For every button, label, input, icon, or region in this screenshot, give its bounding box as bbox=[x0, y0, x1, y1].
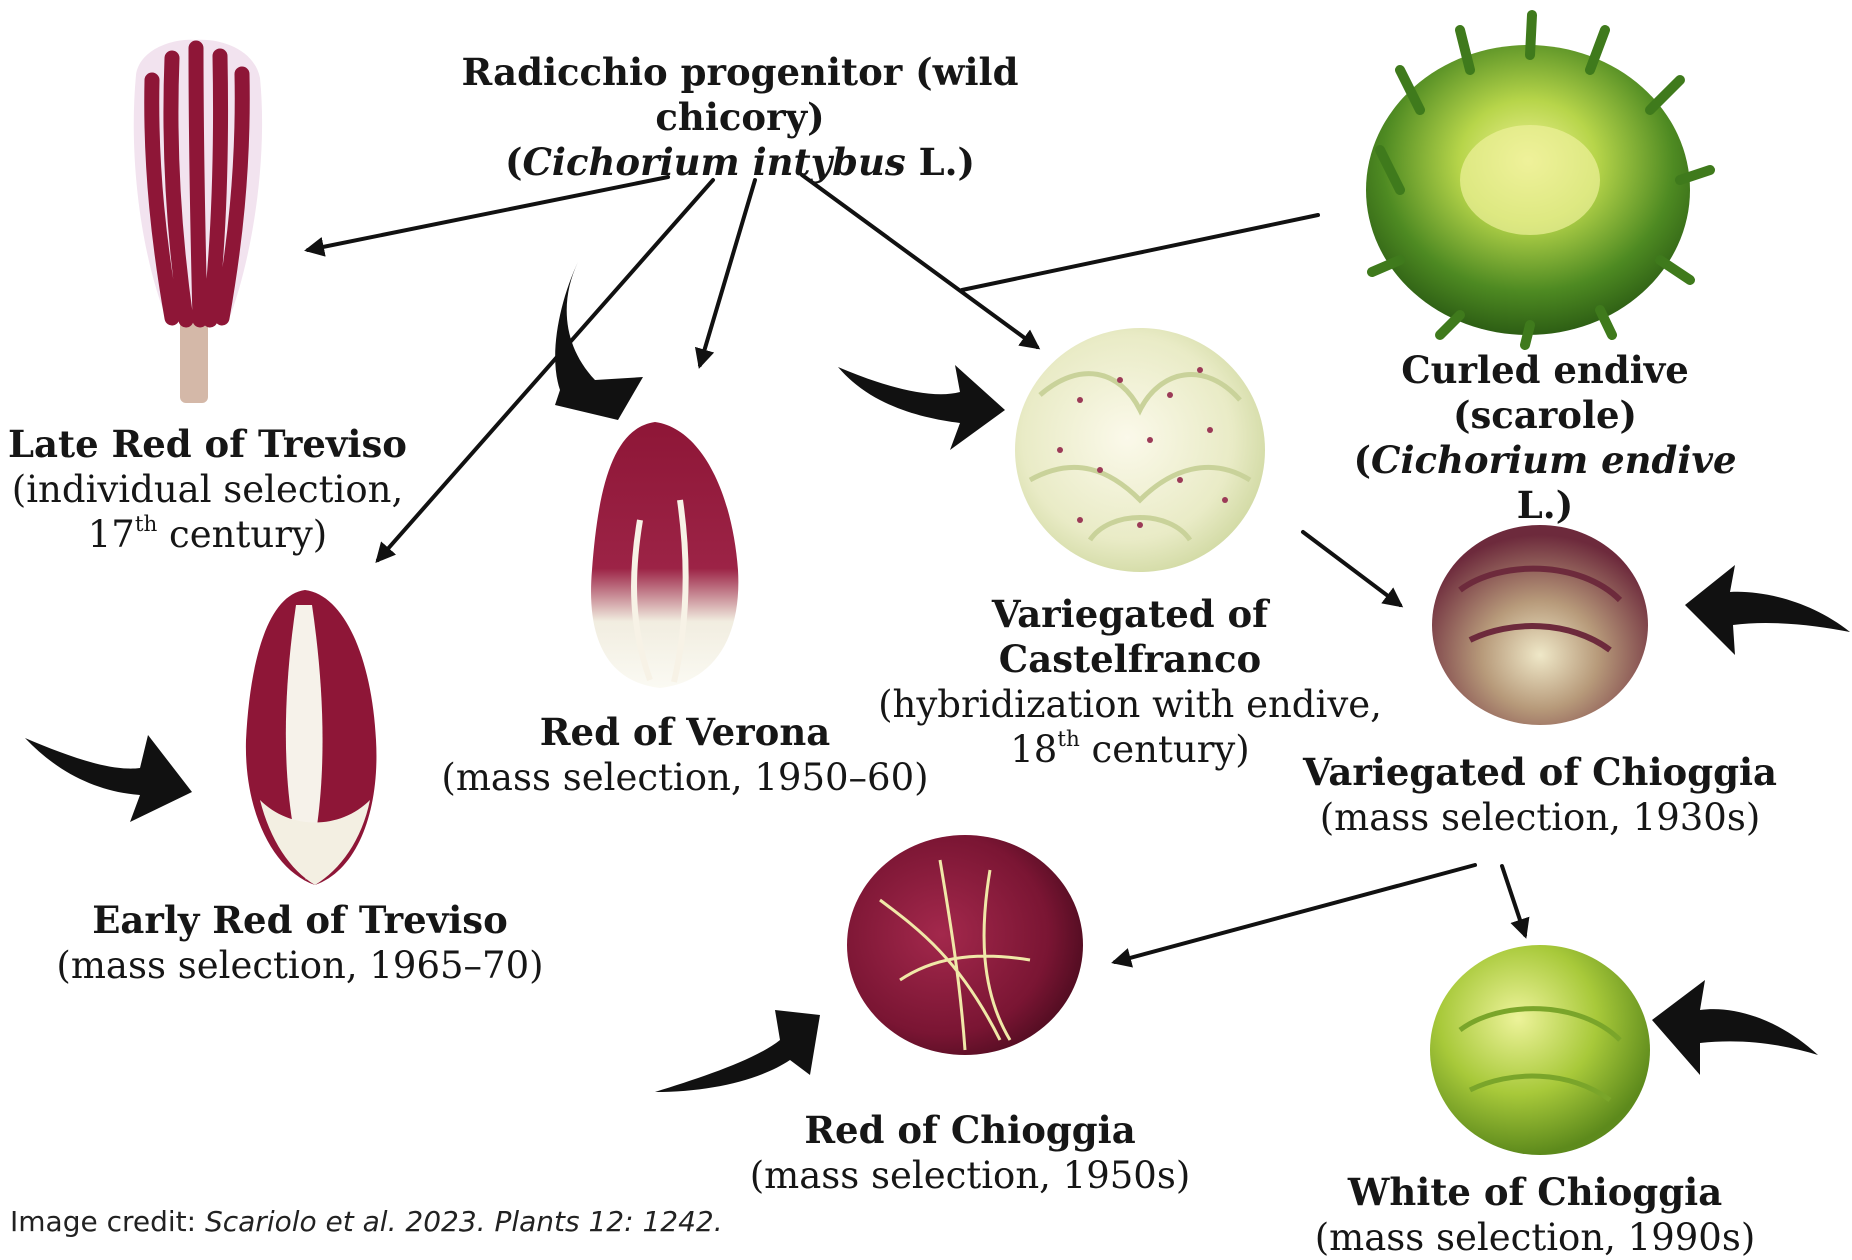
red-verona-image bbox=[591, 422, 738, 688]
variegated-castelfranco-name: Variegated of Castelfranco bbox=[870, 592, 1390, 682]
white-chioggia-detail: (mass selection, 1990s) bbox=[1300, 1215, 1770, 1260]
century-number: 17 bbox=[88, 513, 135, 556]
century-word: century) bbox=[157, 513, 327, 556]
variegated-castelfranco-detail-line1: (hybridization with endive, bbox=[870, 682, 1390, 727]
red-chioggia-image bbox=[847, 835, 1083, 1055]
node-variegated-castelfranco: Variegated of Castelfranco (hybridizatio… bbox=[870, 592, 1390, 773]
line-endive-to-castelfranco bbox=[962, 215, 1318, 290]
arrow-progenitor-to-variegated-castelfranco bbox=[802, 175, 1037, 347]
image-credit: Image credit: Scariolo et al. 2023. Plan… bbox=[10, 1205, 723, 1238]
arrow-progenitor-to-late-red-treviso bbox=[308, 177, 668, 250]
curled-endive-name: Curled endive (scarole) bbox=[1320, 348, 1770, 438]
open-paren: ( bbox=[505, 140, 523, 184]
late-red-treviso-image bbox=[134, 40, 262, 403]
node-curled-endive: Curled endive (scarole) (Cichorium endiv… bbox=[1320, 348, 1770, 529]
close-paren: ) bbox=[958, 140, 976, 184]
credit-citation: Scariolo et al. 2023. Plants 12: 1242. bbox=[205, 1205, 723, 1238]
curved-arrow-variegated-chioggia bbox=[1685, 565, 1850, 655]
variegated-castelfranco-image bbox=[1015, 328, 1265, 572]
variegated-chioggia-detail: (mass selection, 1930s) bbox=[1295, 795, 1785, 840]
progenitor-name: Radicchio progenitor (wild chicory) bbox=[395, 50, 1085, 140]
early-red-treviso-detail: (mass selection, 1965–70) bbox=[40, 943, 560, 988]
curled-endive-species-line: (Cichorium endive L.) bbox=[1320, 438, 1770, 528]
curved-arrow-early-red-treviso bbox=[25, 735, 192, 822]
credit-prefix: Image credit: bbox=[10, 1205, 205, 1238]
node-white-chioggia: White of Chioggia (mass selection, 1990s… bbox=[1300, 1170, 1770, 1260]
early-red-treviso-image bbox=[246, 590, 377, 885]
progenitor-species-line: (Cichorium intybus L.) bbox=[395, 140, 1085, 185]
curved-arrow-castelfranco bbox=[838, 365, 1005, 450]
close-paren: ) bbox=[1556, 483, 1574, 527]
variegated-chioggia-image bbox=[1432, 525, 1648, 725]
curled-endive-image bbox=[1366, 15, 1710, 345]
ordinal-suffix: th bbox=[135, 512, 157, 537]
late-red-treviso-detail-line1: (individual selection, bbox=[5, 467, 410, 512]
curled-endive-species: Cichorium endive bbox=[1371, 438, 1737, 482]
ordinal-suffix: th bbox=[1057, 727, 1079, 752]
white-chioggia-name: White of Chioggia bbox=[1300, 1170, 1770, 1215]
white-chioggia-image bbox=[1430, 945, 1650, 1155]
late-red-treviso-detail-line2: 17th century) bbox=[5, 512, 410, 557]
progenitor-author: L. bbox=[919, 140, 958, 184]
red-verona-name: Red of Verona bbox=[425, 710, 945, 755]
arrow-variegated-chioggia-to-red-chioggia bbox=[1115, 865, 1475, 962]
progenitor-species: Cichorium intybus bbox=[522, 140, 905, 184]
curled-endive-author: L. bbox=[1517, 483, 1556, 527]
red-verona-detail: (mass selection, 1950–60) bbox=[425, 755, 945, 800]
curved-arrow-white-chioggia bbox=[1652, 980, 1818, 1075]
node-variegated-chioggia: Variegated of Chioggia (mass selection, … bbox=[1295, 750, 1785, 840]
red-chioggia-detail: (mass selection, 1950s) bbox=[735, 1153, 1205, 1198]
curved-arrow-red-chioggia bbox=[655, 1010, 820, 1092]
arrow-variegated-chioggia-to-white-chioggia bbox=[1502, 866, 1525, 935]
open-paren: ( bbox=[1353, 438, 1371, 482]
curved-arrow-red-verona bbox=[555, 262, 643, 420]
node-red-chioggia: Red of Chioggia (mass selection, 1950s) bbox=[735, 1108, 1205, 1198]
node-late-red-treviso: Late Red of Treviso (individual selectio… bbox=[5, 422, 410, 557]
early-red-treviso-name: Early Red of Treviso bbox=[40, 898, 560, 943]
arrow-progenitor-to-red-verona bbox=[700, 180, 755, 365]
century-number: 18 bbox=[1010, 728, 1057, 771]
node-early-red-treviso: Early Red of Treviso (mass selection, 19… bbox=[40, 898, 560, 988]
late-red-treviso-name: Late Red of Treviso bbox=[5, 422, 410, 467]
node-progenitor: Radicchio progenitor (wild chicory) (Cic… bbox=[395, 50, 1085, 185]
century-word: century) bbox=[1080, 728, 1250, 771]
node-red-verona: Red of Verona (mass selection, 1950–60) bbox=[425, 710, 945, 800]
red-chioggia-name: Red of Chioggia bbox=[735, 1108, 1205, 1153]
variegated-chioggia-name: Variegated of Chioggia bbox=[1295, 750, 1785, 795]
